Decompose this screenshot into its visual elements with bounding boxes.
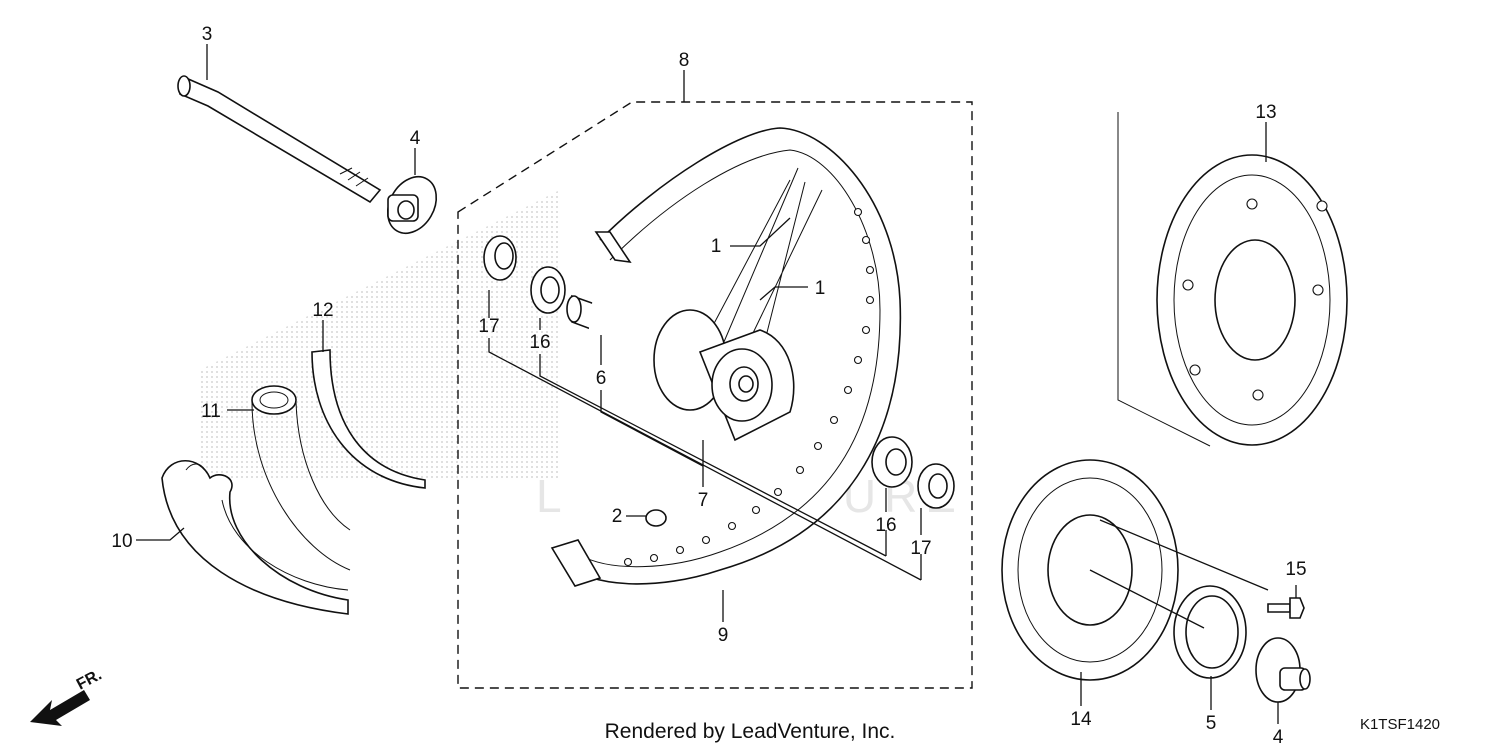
seal-part-upper	[530, 266, 566, 314]
hub-part	[653, 309, 795, 442]
tire-part	[161, 460, 349, 615]
valve-cap-part	[645, 509, 667, 527]
front-direction-indicator: FR.	[30, 666, 105, 726]
collar-part-bottom	[1255, 637, 1311, 703]
front-direction-label: FR.	[74, 666, 105, 693]
callout-16-lower: 16	[875, 515, 896, 536]
render-credit: Rendered by LeadVenture, Inc.	[605, 720, 896, 743]
callout-17-upper: 17	[478, 316, 499, 337]
callout-6: 6	[596, 368, 607, 389]
rim-band-part	[311, 349, 426, 489]
bolt-part	[1267, 597, 1305, 619]
callout-13: 13	[1255, 102, 1276, 123]
diagram-code: K1TSF1420	[1360, 716, 1440, 733]
leader-lines	[136, 44, 1297, 724]
callout-5: 5	[1206, 713, 1217, 734]
axle-part	[177, 75, 382, 204]
pulser-ring-part	[1173, 585, 1247, 679]
callout-8: 8	[679, 50, 690, 71]
callout-1-lower: 1	[815, 278, 826, 299]
callout-2: 2	[612, 506, 623, 527]
callout-7: 7	[698, 490, 709, 511]
tube-part	[251, 385, 351, 571]
callout-15: 15	[1285, 559, 1306, 580]
callout-17-lower: 17	[910, 538, 931, 559]
brake-disc-part-top	[1117, 112, 1348, 447]
bearing-part-upper	[483, 235, 517, 281]
bearing-part-lower	[917, 463, 955, 509]
callout-4-top: 4	[410, 128, 421, 149]
callout-9: 9	[718, 625, 729, 646]
callout-3: 3	[202, 24, 213, 45]
callout-4-bottom: 4	[1273, 727, 1284, 748]
callout-14: 14	[1070, 709, 1092, 730]
wheel-assembly-box	[457, 101, 973, 689]
callout-1-upper: 1	[711, 236, 722, 257]
collar-part-top	[386, 175, 438, 235]
callout-12: 12	[312, 300, 333, 321]
callout-16-upper: 16	[529, 332, 550, 353]
callout-10: 10	[111, 531, 132, 552]
seal-part-lower	[871, 436, 913, 488]
callout-11: 11	[201, 401, 221, 422]
callout-labels: 3 4 8 13 1 1 12 17 16 6 11 7 2 16 17 10 …	[111, 24, 1306, 748]
